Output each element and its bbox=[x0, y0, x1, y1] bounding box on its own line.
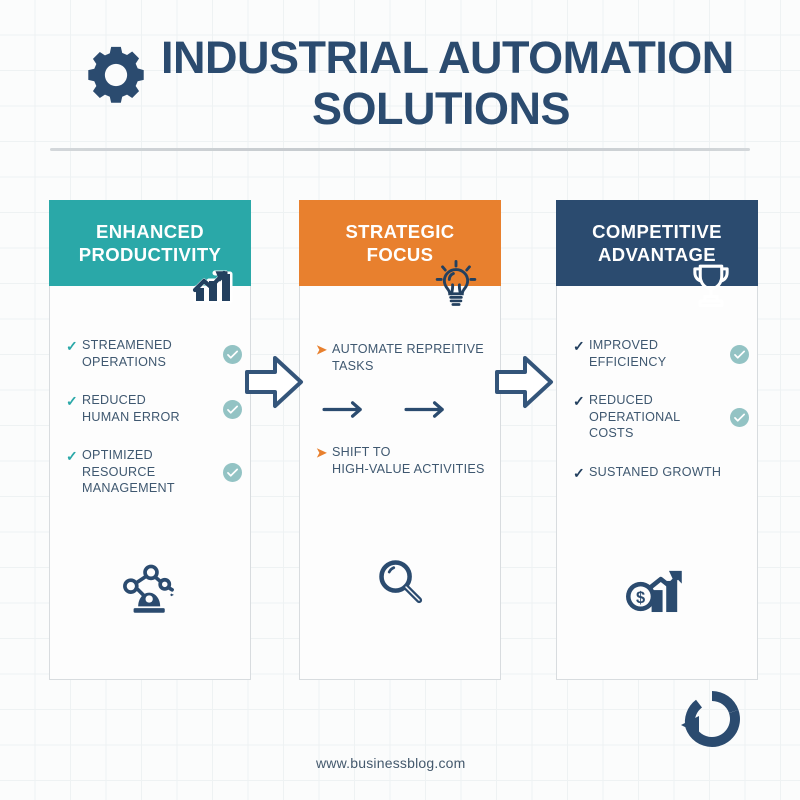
card-strategic-focus[interactable]: STRATEGIC FOCUS ➤ AUTOMATE REPREITIVE TA… bbox=[299, 200, 501, 680]
block-arrow-right-icon bbox=[495, 354, 555, 410]
list-item-label: REDUCED HUMAN ERROR bbox=[82, 393, 180, 424]
check-icon: ✓ bbox=[573, 338, 585, 354]
list-item-label: AUTOMATE REPREITIVE TASKS bbox=[332, 342, 484, 373]
list-item[interactable]: ✓ SUSTANED GROWTH bbox=[557, 464, 759, 484]
arrow-bullet-icon: ➤ bbox=[316, 342, 327, 357]
card-competitive-advantage[interactable]: COMPETITIVE ADVANTAGE ✓ IMPROVED EFFICIE… bbox=[556, 200, 758, 680]
list-item-label: REDUCED OPERATIONAL COSTS bbox=[589, 393, 681, 440]
card-list-enhanced-productivity: ✓ STREAMENED OPERATIONS ✓ REDUCED HUMAN … bbox=[50, 337, 252, 519]
list-item[interactable]: ✓ REDUCED HUMAN ERROR bbox=[50, 392, 252, 425]
page-title-line-1: INDUSTRIAL AUTOMATION bbox=[161, 32, 734, 83]
arrow-right-icon bbox=[404, 400, 450, 424]
page-title-line-2: SOLUTIONS bbox=[311, 83, 571, 134]
magnifier-icon bbox=[300, 553, 502, 611]
lightbulb-icon bbox=[430, 257, 488, 315]
list-item[interactable]: ✓ OPTIMIZED RESOURCE MANAGEMENT bbox=[50, 447, 252, 497]
check-circle-icon bbox=[223, 463, 242, 482]
check-circle-icon bbox=[730, 408, 749, 427]
card-title: STRATEGIC FOCUS bbox=[345, 221, 455, 265]
page-title: INDUSTRIAL AUTOMATION SOLUTIONS bbox=[161, 32, 734, 134]
list-item[interactable]: ➤ AUTOMATE REPREITIVE TASKS bbox=[300, 341, 502, 374]
trophy-icon bbox=[685, 259, 743, 317]
card-list-competitive-advantage: ✓ IMPROVED EFFICIENCY ✓ REDUCED OPERATIO… bbox=[557, 337, 759, 506]
check-circle-icon bbox=[223, 345, 242, 364]
check-circle-icon bbox=[730, 345, 749, 364]
list-item-label: OPTIMIZED RESOURCE MANAGEMENT bbox=[82, 448, 175, 495]
refresh-cycle-icon bbox=[676, 683, 748, 755]
card-title: COMPETITIVE ADVANTAGE bbox=[592, 221, 722, 265]
card-list-strategic-focus: ➤ AUTOMATE REPREITIVE TASKS ➤ SHIFT TO H bbox=[300, 341, 502, 499]
list-item-label: STREAMENED OPERATIONS bbox=[82, 338, 172, 369]
card-title: ENHANCED PRODUCTIVITY bbox=[78, 221, 222, 265]
page-header: INDUSTRIAL AUTOMATION SOLUTIONS bbox=[0, 32, 800, 134]
gear-icon bbox=[85, 44, 147, 106]
process-arrows-row bbox=[300, 396, 502, 434]
list-item-label: SHIFT TO HIGH-VALUE ACTIVITIES bbox=[332, 445, 485, 476]
check-icon: ✓ bbox=[66, 393, 78, 409]
robot-arm-icon bbox=[50, 555, 252, 621]
check-icon: ✓ bbox=[66, 338, 78, 354]
arrow-bullet-icon: ➤ bbox=[316, 445, 327, 460]
check-icon: ✓ bbox=[573, 464, 585, 481]
card-header-competitive-advantage: COMPETITIVE ADVANTAGE bbox=[556, 200, 758, 286]
footer-url[interactable]: www.businessblog.com bbox=[316, 755, 466, 771]
block-arrow-right-icon bbox=[245, 354, 305, 410]
card-header-strategic-focus: STRATEGIC FOCUS bbox=[299, 200, 501, 286]
list-item[interactable]: ✓ IMPROVED EFFICIENCY bbox=[557, 337, 759, 370]
check-icon: ✓ bbox=[66, 448, 78, 464]
list-item-label: SUSTANED GROWTH bbox=[589, 464, 722, 479]
title-divider bbox=[50, 148, 750, 151]
check-icon: ✓ bbox=[573, 393, 585, 409]
list-item[interactable]: ✓ STREAMENED OPERATIONS bbox=[50, 337, 252, 370]
list-item-label: IMPROVED EFFICIENCY bbox=[589, 338, 667, 369]
arrow-right-icon bbox=[322, 400, 368, 424]
list-item[interactable]: ✓ REDUCED OPERATIONAL COSTS bbox=[557, 392, 759, 442]
check-circle-icon bbox=[223, 400, 242, 419]
growth-chart-icon bbox=[186, 257, 244, 315]
money-growth-icon: $ bbox=[557, 559, 759, 623]
card-enhanced-productivity[interactable]: ENHANCED PRODUCTIVITY bbox=[49, 200, 251, 680]
svg-text:$: $ bbox=[636, 589, 645, 607]
list-item[interactable]: ➤ SHIFT TO HIGH-VALUE ACTIVITIES bbox=[300, 444, 502, 477]
